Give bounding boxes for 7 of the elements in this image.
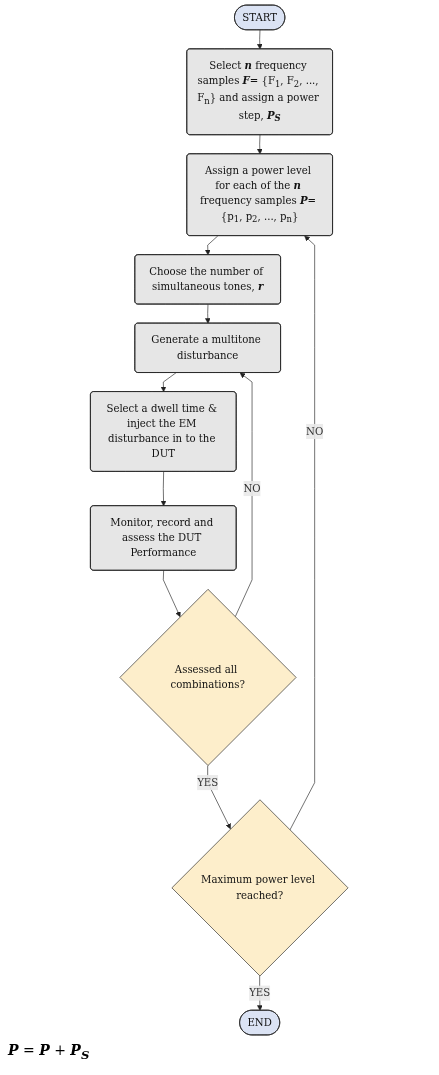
node-diamond: Maximum power level reached?	[171, 799, 349, 977]
edge-label: YES	[249, 986, 271, 999]
formula-note: P = P + P$_{S}$	[8, 1042, 91, 1062]
node-diamond: Assessed all combinations?	[119, 589, 297, 766]
edge-label: YES	[197, 776, 219, 789]
edge-label: NO	[306, 425, 324, 438]
edge-label: NO	[243, 482, 261, 495]
